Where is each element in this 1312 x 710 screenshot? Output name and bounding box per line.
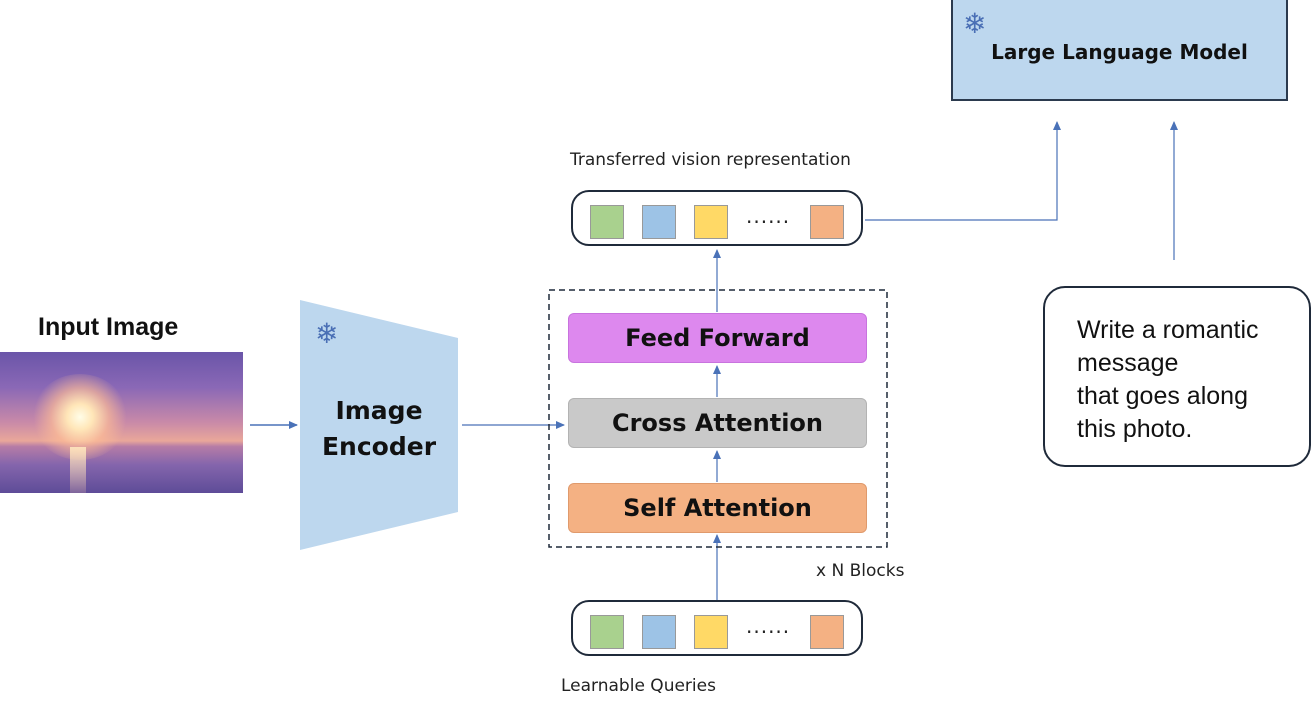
transferred-representation-caption: Transferred vision representation bbox=[570, 150, 851, 170]
token-blue bbox=[642, 205, 676, 239]
llm-snowflake-icon: ❄ bbox=[963, 8, 987, 39]
feed-forward-block: Feed Forward bbox=[568, 313, 867, 363]
cross-attention-block: Cross Attention bbox=[568, 398, 867, 448]
image-encoder-label: Image Encoder bbox=[300, 393, 458, 465]
prompt-text: Write a romantic message that goes along… bbox=[1077, 314, 1259, 446]
image-encoder-shape bbox=[300, 300, 458, 550]
arrow-tokens-to-llm bbox=[865, 121, 1061, 221]
prompt-line4: this photo. bbox=[1077, 415, 1193, 443]
large-language-model-box: ❄ Large Language Model bbox=[951, 0, 1288, 101]
token-yellow bbox=[694, 205, 728, 239]
token-orange bbox=[810, 205, 844, 239]
token-green bbox=[590, 205, 624, 239]
prompt-line2: message bbox=[1077, 349, 1179, 377]
input-image bbox=[0, 352, 243, 493]
transferred-tokens-row: ...... bbox=[571, 190, 863, 246]
query-token-yellow bbox=[694, 615, 728, 649]
n-blocks-container bbox=[548, 289, 888, 548]
query-token-green bbox=[590, 615, 624, 649]
input-image-title: Input Image bbox=[38, 313, 179, 341]
query-token-orange bbox=[810, 615, 844, 649]
encoder-label-line1: Image bbox=[335, 396, 423, 425]
llm-title: Large Language Model bbox=[991, 40, 1248, 64]
encoder-label-line2: Encoder bbox=[321, 432, 437, 461]
learnable-queries-row: ...... bbox=[571, 600, 863, 656]
query-token-blue bbox=[642, 615, 676, 649]
text-prompt-box: Write a romantic message that goes along… bbox=[1043, 286, 1311, 467]
n-blocks-label: x N Blocks bbox=[816, 561, 905, 581]
query-ellipsis: ...... bbox=[746, 614, 791, 638]
prompt-line3: that goes along bbox=[1077, 382, 1248, 410]
prompt-line1: Write a romantic bbox=[1077, 316, 1259, 344]
sun-glow bbox=[32, 374, 128, 460]
token-ellipsis: ...... bbox=[746, 204, 791, 228]
sea-reflection bbox=[70, 447, 86, 493]
self-attention-block: Self Attention bbox=[568, 483, 867, 533]
encoder-snowflake-icon: ❄ bbox=[315, 318, 339, 349]
learnable-queries-caption: Learnable Queries bbox=[561, 676, 716, 696]
